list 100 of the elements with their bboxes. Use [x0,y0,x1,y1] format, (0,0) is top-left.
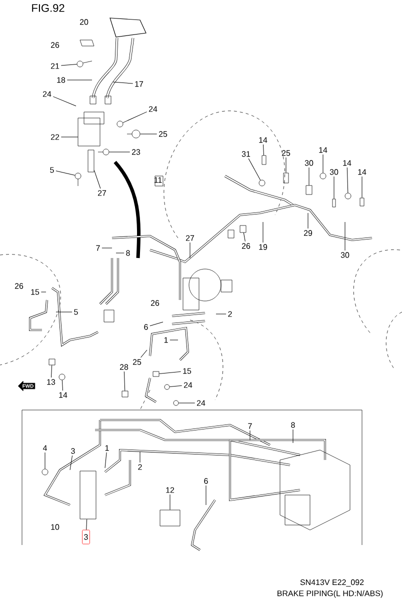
callout-number: 25 [158,131,168,137]
callout-number: 21 [50,63,60,69]
leader-line [262,222,264,243]
drawing-code: SN413V E22_092 [300,579,364,587]
callout-number: 24 [184,382,192,388]
callout-number: 14 [358,169,366,175]
callout-number: 25 [282,150,290,156]
clip [48,358,56,366]
callout-number: 1 [105,445,109,451]
leader-line [322,154,324,174]
leader-line [60,136,78,138]
callout-number: 14 [319,147,328,153]
bolt [360,198,364,206]
clip [332,198,336,208]
callout-number: 11 [154,177,162,183]
clip [160,510,180,526]
callout-number: 14 [343,160,352,166]
leader-line [124,371,126,392]
callout-number: 4 [42,445,47,451]
caption: BRAKE PIPING(L HD:N/ABS) [278,590,383,598]
callout-number: 8 [126,250,130,256]
leader-line [346,167,348,194]
callout-number: 24 [42,91,52,97]
callout-number: 13 [47,379,56,385]
callout-number: 6 [204,478,208,484]
hose-fitting [152,371,160,377]
clip [122,390,128,398]
callout-number: 30 [304,160,314,166]
callout-number: 5 [74,309,78,315]
callout-number: 18 [57,77,66,83]
callout-number: 17 [135,81,144,87]
leader-line [50,364,52,378]
leader-line [94,170,101,189]
bolt-head [320,172,326,180]
callout-number: 12 [166,487,174,493]
clip [283,172,289,184]
leader-line [262,144,264,156]
callout-number: 7 [96,245,100,251]
callout-number: 7 [248,423,252,429]
callout-number: 22 [50,134,60,140]
callout-number: 26 [242,243,250,249]
clip [240,225,246,233]
callout-number: 14 [59,392,68,398]
callout-number: 2 [138,464,142,470]
leader-line [52,96,76,106]
bolt-head [76,60,84,68]
callout-number: 30 [340,252,350,258]
leader-line [308,167,310,186]
callout-number: 29 [304,230,312,236]
callout-number: 23 [132,149,140,155]
bolt-head [42,468,48,476]
callout-number: 14 [259,137,268,143]
callout-number: 26 [14,283,24,289]
callout-number: 5 [50,167,54,173]
callout-number: 10 [51,524,60,530]
leader-line [44,452,46,470]
callout-number: 1 [164,337,168,343]
leader-line [344,222,346,251]
callout-number: 2 [228,311,232,317]
callout-number: 15 [31,289,40,295]
callout-number: 24 [148,106,158,112]
callout-number: 6 [144,324,148,330]
callout-number: 3 [82,530,90,544]
leader-line [116,252,124,254]
figure-title: FIG.92 [32,4,64,12]
callout-number: 24 [196,400,206,406]
leader-line [104,452,107,468]
leader-line [178,402,196,404]
leader-line [158,371,182,374]
callout-number: 30 [330,169,338,175]
leader-line [248,158,261,180]
leader-line [292,429,294,444]
leader-line [140,350,148,358]
leader-line [150,322,164,326]
callout-number: 31 [242,151,250,157]
pin [88,150,94,172]
callout-number: 27 [98,190,106,196]
leader-line [169,385,182,387]
callout-number: 20 [80,19,88,25]
bolt-head [102,148,110,156]
clip [306,185,312,195]
valve [80,470,96,520]
leader-line [122,112,148,123]
bolt-head [132,130,140,138]
clip [262,155,266,165]
washer [164,384,170,390]
leader-line [70,455,73,470]
washer [116,120,124,128]
leader-line [86,518,88,530]
callout-number: 19 [259,244,268,250]
callout-number: 15 [183,368,192,374]
leader-line [243,232,246,242]
leader-line [56,170,76,176]
callout-number: 3 [71,448,75,454]
callout-number: 26 [50,42,60,48]
leader-line [62,380,63,391]
bolt-head [344,192,352,200]
callout-number: 25 [132,359,142,365]
callout-number: 8 [291,422,295,428]
bolt-head [58,374,66,380]
